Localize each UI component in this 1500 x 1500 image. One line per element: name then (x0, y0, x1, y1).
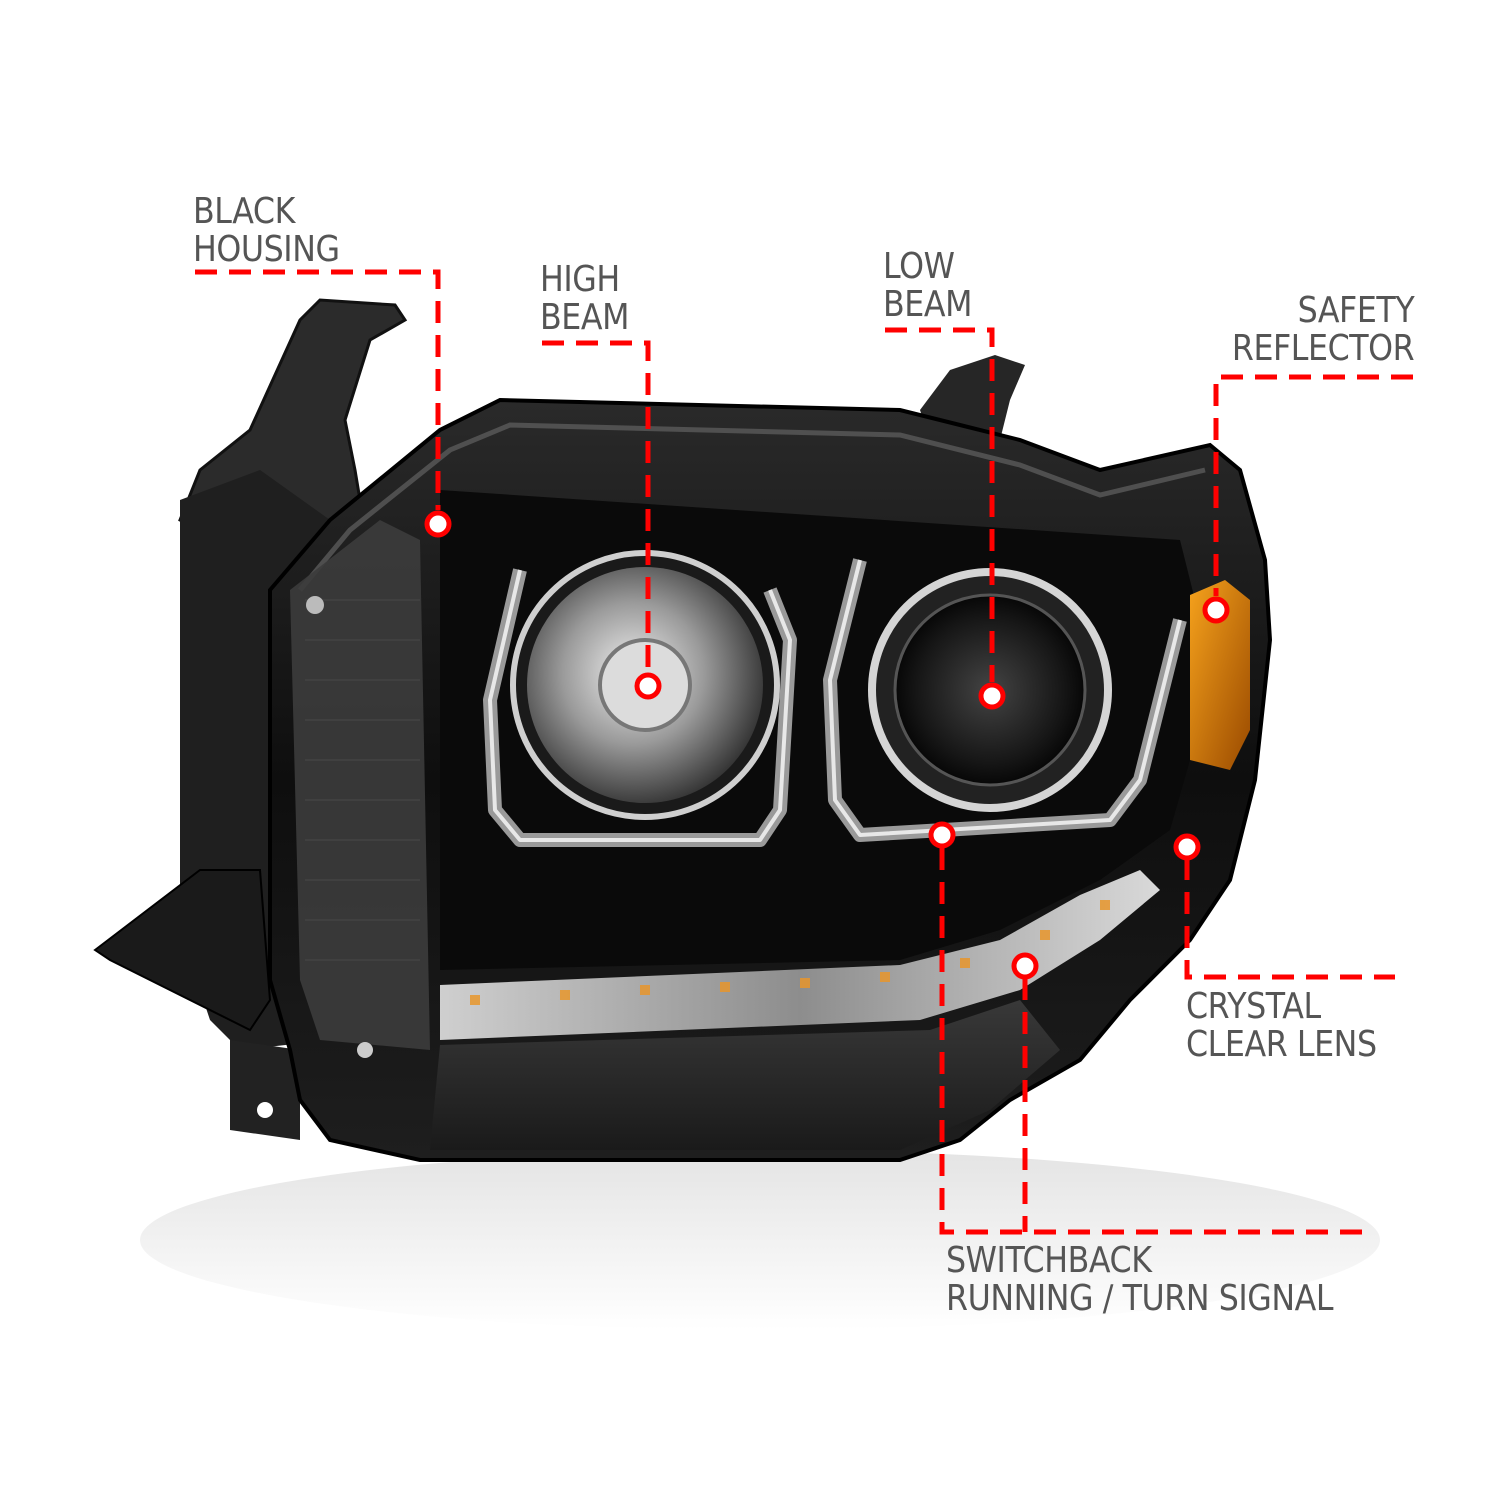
label-line: SAFETY (1297, 290, 1414, 331)
side-lens-panel (290, 520, 430, 1050)
label-line: CLEAR LENS (1186, 1024, 1377, 1065)
label-black-housing: BLACK HOUSING (193, 193, 340, 269)
callout-dot-low-beam (978, 682, 1006, 710)
safety-reflector (1190, 580, 1250, 770)
mounting-tab-bottom (230, 1040, 300, 1140)
lens-rim-highlight (298, 422, 1206, 592)
label-line: BLACK (193, 191, 295, 232)
label-safety-reflector: SAFETY REFLECTOR (1231, 290, 1415, 369)
label-line: REFLECTOR (1231, 328, 1415, 369)
floor-reflection (140, 1150, 1380, 1330)
label-line: BEAM (540, 297, 630, 338)
mounting-tab-lower-left (93, 869, 272, 1032)
mounting-hole (257, 1102, 273, 1118)
callout-line-crystal-clear-lens (1184, 858, 1395, 980)
callout-dot-switchback-lower (1011, 952, 1039, 980)
label-line: HOUSING (193, 229, 340, 270)
mounting-tab-right (920, 355, 1025, 440)
high-beam-u-bar-highlight (488, 569, 792, 842)
label-line: SWITCHBACK (946, 1240, 1152, 1281)
low-beam-u-bar-highlight (828, 559, 1182, 837)
callout-dot-safety-reflector (1202, 596, 1230, 624)
callout-line-low-beam (885, 327, 995, 682)
callout-line-safety-reflector (1213, 374, 1413, 596)
label-line: LOW (883, 246, 955, 287)
label-crystal-clear-lens: CRYSTAL CLEAR LENS (1186, 988, 1377, 1064)
switchback-drl-strip (440, 870, 1160, 1040)
callout-dot-switchback-upper (928, 821, 956, 849)
label-switchback-running-turn-signal: SWITCHBACK RUNNING / TURN SIGNAL (946, 1240, 1334, 1319)
callout-dot-black-housing (424, 510, 452, 538)
label-line: RUNNING / TURN SIGNAL (946, 1278, 1334, 1319)
callout-line-switchback-1 (939, 848, 1362, 1235)
label-line: CRYSTAL (1186, 986, 1321, 1027)
lower-lens-section (430, 1000, 1060, 1150)
callout-dot-high-beam (634, 672, 662, 700)
callout-dot-crystal-clear-lens (1173, 833, 1201, 861)
label-line: HIGH (540, 259, 620, 300)
callout-line-high-beam (542, 340, 651, 672)
callout-line-black-housing (195, 269, 441, 510)
label-low-beam: LOW BEAM (883, 248, 972, 324)
label-line: BEAM (883, 284, 973, 325)
label-high-beam: HIGH BEAM (540, 261, 629, 337)
adjuster-screw (306, 596, 324, 614)
adjuster-screw (357, 1042, 373, 1058)
